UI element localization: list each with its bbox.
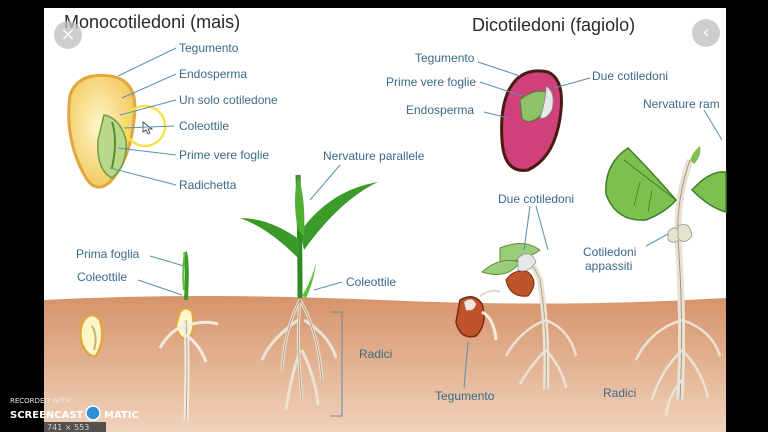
radici-bracket — [330, 311, 343, 417]
corn-seed-section — [67, 73, 167, 189]
corn-seedling-early — [158, 251, 219, 421]
size-readout: 741 × 553 — [47, 423, 89, 432]
watermark-screencast: SCREENCAST — [10, 410, 84, 421]
close-button[interactable]: × — [54, 21, 82, 49]
label-mono-nervature-parallele: Nervature parallele — [323, 149, 425, 163]
label-mono-prima-foglia: Prima foglia — [76, 247, 140, 261]
bean-seedling — [481, 243, 578, 391]
label-dicot-radici: Radici — [603, 386, 636, 400]
screencast-watermark: RECORDED WITH SCREENCAST MATIC 741 × 553 — [10, 397, 139, 432]
label-dicot-tegumento: Tegumento — [415, 51, 475, 65]
size-readout-bg — [44, 422, 106, 432]
label-dicot-due-cotiledoni-2: Due cotiledoni — [498, 192, 574, 206]
small-bean-seed — [455, 289, 501, 341]
close-icon: × — [60, 24, 76, 45]
pointer-cursor-icon — [142, 121, 154, 135]
label-dicot-endosperma: Endosperma — [406, 103, 474, 117]
back-button[interactable]: ‹ — [692, 19, 720, 47]
label-mono-coleottile-2: Coleottile — [77, 270, 127, 284]
label-dicot-nervature-ram: Nervature ram — [643, 97, 720, 111]
soil-band — [44, 296, 726, 432]
label-dicot-prime-vere-foglie: Prime vere foglie — [386, 75, 476, 89]
label-mono-prime-vere-foglie: Prime vere foglie — [179, 148, 269, 162]
label-mono-tegumento: Tegumento — [179, 41, 239, 55]
label-mono-un-solo-cotiledone: Un solo cotiledone — [179, 93, 278, 107]
screencast-logo-icon — [85, 405, 101, 421]
chevron-left-icon: ‹ — [702, 22, 710, 43]
label-mono-radici: Radici — [359, 347, 392, 361]
label-dicot-tegumento-2: Tegumento — [435, 389, 495, 403]
watermark-recorded-with: RECORDED WITH — [10, 397, 71, 405]
corn-plant — [240, 174, 378, 411]
label-mono-coleottile: Coleottile — [179, 119, 229, 133]
label-dicot-due-cotiledoni: Due cotiledoni — [592, 69, 668, 83]
monocot-title: Monocotiledoni (mais) — [64, 12, 240, 32]
bean-plant — [605, 146, 727, 417]
dicot-title: Dicotiledoni (fagiolo) — [472, 15, 635, 35]
label-mono-coleottile-3: Coleottile — [346, 275, 396, 289]
small-corn-seed — [79, 313, 104, 358]
label-dicot-cotiledoni: Cotiledoni — [583, 245, 636, 259]
label-mono-endosperma: Endosperma — [179, 67, 247, 81]
label-mono-radichetta: Radichetta — [179, 178, 237, 192]
watermark-matic: MATIC — [104, 410, 139, 421]
bean-seed-section — [500, 69, 563, 172]
label-dicot-appassiti: appassiti — [585, 259, 632, 273]
